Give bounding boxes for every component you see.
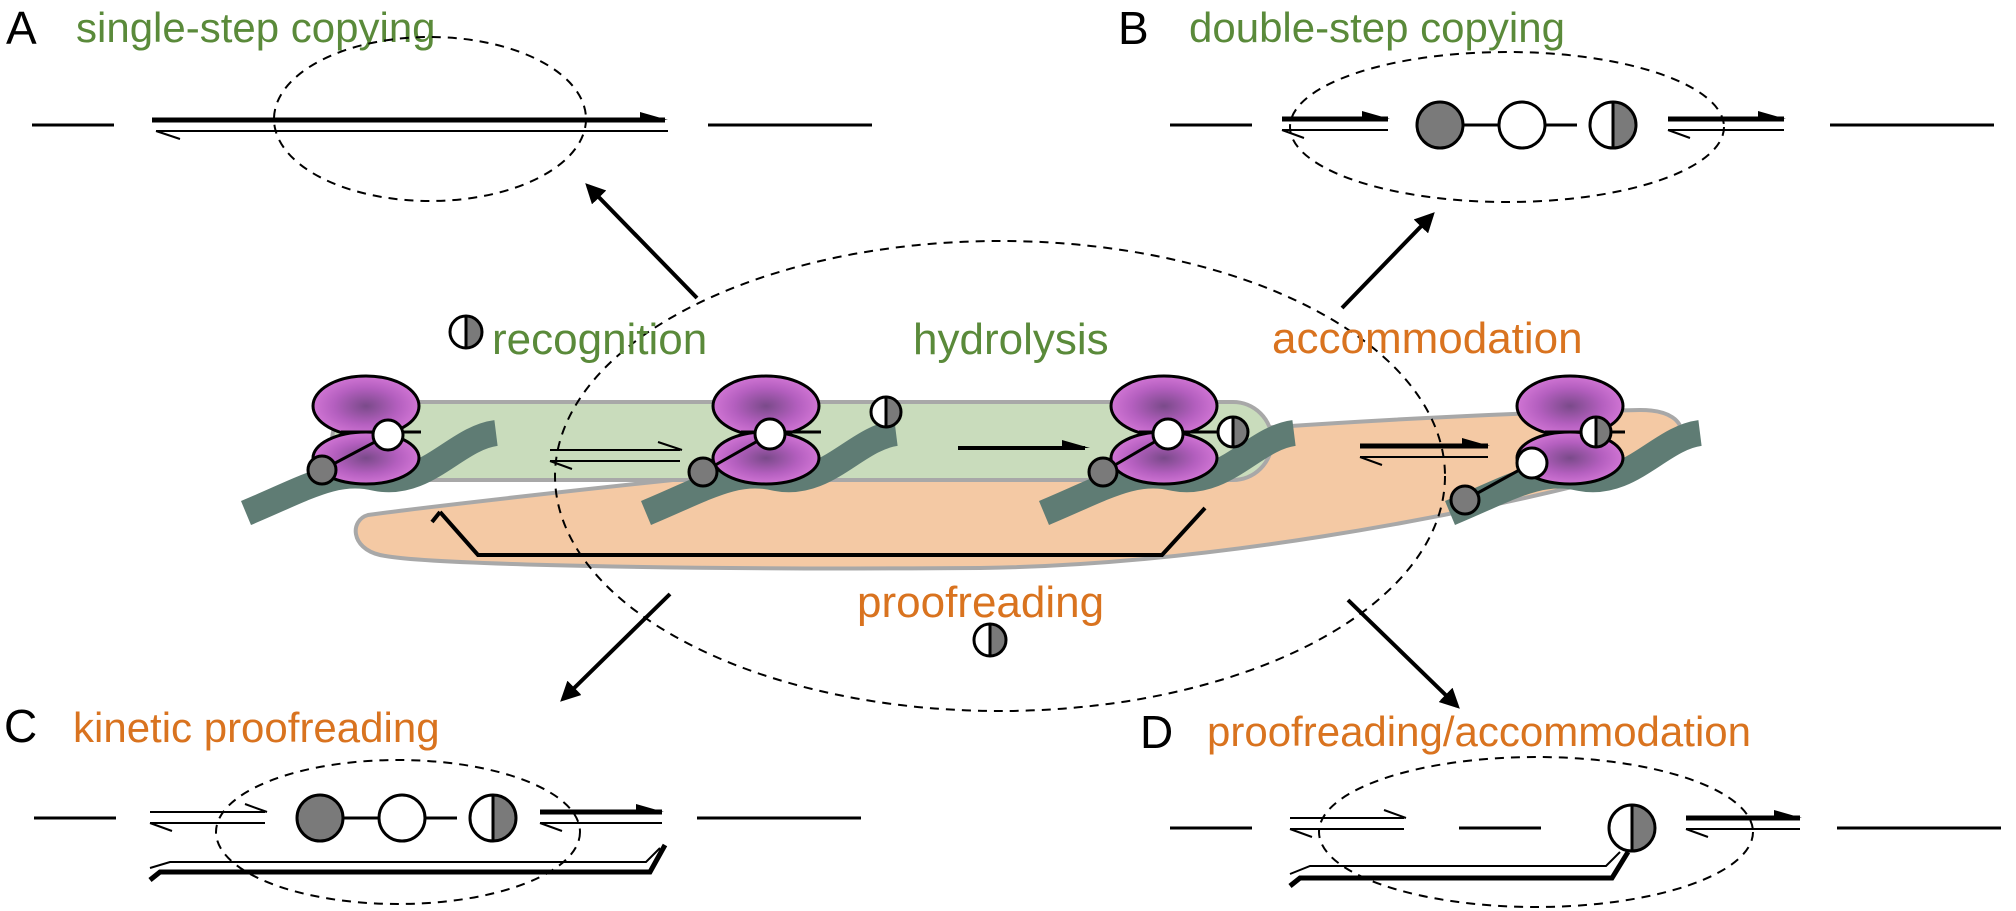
panel-c-letter: C (4, 700, 37, 752)
empty-nucleotide (377, 793, 427, 843)
incoming-nucleotide (869, 395, 903, 429)
label-recognition: recognition (492, 315, 707, 364)
panel-a-title: single-step copying (76, 4, 436, 51)
panel-b-scheme (1281, 51, 1786, 203)
panel-c-title: kinetic proofreading (73, 704, 440, 751)
filled-nucleotide (295, 793, 345, 843)
peptide-nucleotide (1449, 484, 1481, 516)
peptide-nucleotide (687, 456, 719, 488)
site-nucleotide (371, 418, 405, 452)
label-accommodation: accommodation (1272, 314, 1583, 363)
panel-b-title: double-step copying (1189, 4, 1565, 51)
free-nucleotide-recognition (448, 314, 484, 350)
panel-b-letter: B (1118, 2, 1149, 54)
arrow-to-a (585, 183, 699, 300)
label-hydrolysis: hydrolysis (913, 315, 1109, 364)
label-proofreading: proofreading (857, 578, 1104, 627)
incoming-nucleotide (1579, 415, 1613, 449)
center-scheme: recognition hydrolysis accommodation pro… (330, 183, 1684, 712)
half-filled-nucleotide (1588, 100, 1638, 150)
site-nucleotide (1515, 446, 1549, 480)
ribosome-complex (240, 374, 499, 525)
arrow-to-d (1346, 598, 1460, 709)
molecule-layer (32, 100, 2001, 853)
site-nucleotide (753, 417, 787, 451)
arrow-to-b (1340, 212, 1435, 310)
ribosome-large-subunit (311, 374, 421, 438)
panel-c-scheme (148, 759, 668, 905)
ribosome-complex (640, 374, 899, 525)
panel-a-scheme (152, 36, 668, 202)
peptide-nucleotide (306, 454, 338, 486)
filled-nucleotide (1415, 100, 1465, 150)
half-filled-nucleotide (1607, 803, 1657, 853)
half-filled-nucleotide (468, 793, 518, 843)
incoming-nucleotide (1216, 415, 1250, 449)
peptide-nucleotide (1087, 456, 1119, 488)
panel-d-title: proofreading/accommodation (1207, 708, 1751, 755)
empty-nucleotide (1497, 100, 1547, 150)
site-nucleotide (1151, 417, 1185, 451)
panel-d-scheme (1288, 756, 1802, 908)
free-nucleotide-proofreading (972, 622, 1008, 658)
panel-d-letter: D (1140, 706, 1173, 758)
arrow-to-c (560, 592, 672, 702)
panel-a-letter: A (6, 2, 37, 54)
ribosome-complex (1038, 374, 1297, 525)
